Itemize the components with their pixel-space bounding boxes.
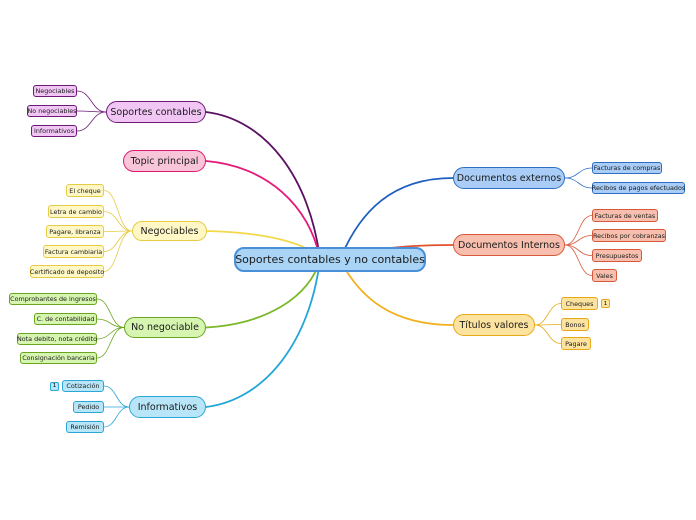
subtopic-internos-1-label: Recibos por cobranzas [593,231,666,240]
subtopic-internos-0[interactable]: Facturas de ventas [592,209,658,222]
topic-soportes[interactable]: Soportes contables [106,101,206,123]
connector-soportes [205,111,321,261]
topic-informativos[interactable]: Informativos [129,396,206,418]
subtopic-soportes-1-label: No negociables [27,107,77,115]
subtopic-negociables-4[interactable]: Certificado de deposito [30,265,104,278]
subtopic-soportes-2[interactable]: Informativos [31,125,77,137]
subtopic-nonegociable-2[interactable]: Nota debito, nota crédito [17,333,97,345]
subtopic-negociables-1[interactable]: Letra de cambio [48,205,104,218]
connector-titulos [339,258,454,326]
connector-soportes-item-2 [76,111,107,132]
subtopic-titulos-0[interactable]: Cheques [561,297,598,310]
subtopic-negociables-2[interactable]: Pagare, libranza [46,225,104,238]
connector-informativos [205,258,321,408]
connector-negociables-item-4 [103,230,133,272]
subtopic-externos-0[interactable]: Facturas de compras [592,162,662,174]
connector-nonegociable-item-1 [96,318,125,328]
topic-titulos-label: Títulos valores [459,319,529,331]
subtopic-internos-0-label: Facturas de ventas [594,211,656,220]
connector-nonegociable-item-0 [96,298,125,328]
subtopic-soportes-2-label: Informativos [33,127,75,135]
topic-topic[interactable]: Topic principal [123,150,206,172]
subtopic-titulos-1-label: Bonos [565,320,585,329]
subtopic-negociables-0-label: El cheque [69,186,101,195]
subtopic-informativos-1-label: Pedido [77,403,100,411]
subtopic-negociables-3[interactable]: Factura cambiaria [43,245,104,258]
topic-topic-label: Topic principal [130,155,199,167]
subtopic-titulos-2-label: Pagare [565,339,587,348]
connector-nonegociable-item-2 [96,327,125,340]
connector-internos-item-2 [564,244,593,256]
connector-titulos-item-0 [534,303,562,326]
subtopic-nonegociable-3-label: Consignación bancaria [22,354,95,362]
connector-externos-item-1 [564,177,593,189]
subtopic-nonegociable-2-label: Nota debito, nota crédito [16,335,98,343]
subtopic-internos-2[interactable]: Presupuestos [592,249,642,262]
subtopic-internos-3-label: Vales [596,271,613,280]
subtopic-nonegociable-0[interactable]: Comprobantes de ingresos [9,293,97,305]
subtopic-informativos-0-label: Cotización [66,382,100,390]
connector-informativos-item-0 [103,385,130,408]
connector-negociables-item-0 [103,190,133,232]
subtopic-soportes-1[interactable]: No negociables [27,105,77,117]
subtopic-negociables-2-label: Pagare, libranza [49,227,101,236]
connector-externos-item-0 [564,167,593,179]
connector-topic [205,160,321,261]
topic-externos[interactable]: Documentos externos [453,167,565,189]
topic-informativos-label: Informativos [137,401,198,413]
subtopic-internos-2-label: Presupuestos [595,251,639,260]
subtopic-negociables-3-label: Factura cambiaria [44,247,103,256]
topic-negociables-label: Negociables [140,225,199,237]
connector-informativos-item-2 [103,406,130,428]
subtopic-titulos-1[interactable]: Bonos [561,318,589,331]
subtopic-informativos-1[interactable]: Pedido [73,401,104,413]
topic-internos[interactable]: Documentos Internos [453,234,565,256]
central-topic-label: Soportes contables y no contables [235,253,425,266]
topic-negociables[interactable]: Negociables [132,221,207,241]
topic-nonegociable[interactable]: No negociable [124,317,206,338]
subtopic-nonegociable-3[interactable]: Consignación bancaria [20,352,97,364]
count-badge-informativos-0: 1 [50,381,59,391]
subtopic-informativos-0[interactable]: Cotización [62,380,104,392]
connector-internos-item-0 [564,215,593,246]
subtopic-informativos-2-label: Remisión [70,423,100,431]
subtopic-externos-0-label: Facturas de compras [593,164,661,172]
subtopic-soportes-0[interactable]: Negociables [33,85,77,97]
subtopic-nonegociable-1-label: C. de contabilidad [36,315,95,323]
subtopic-internos-1[interactable]: Recibos por cobranzas [592,229,666,242]
subtopic-externos-1-label: Recibos de pagos efectuados [591,184,686,192]
subtopic-externos-1[interactable]: Recibos de pagos efectuados [592,182,685,194]
connector-titulos-item-2 [534,324,562,344]
connector-soportes-item-0 [76,90,107,113]
subtopic-negociables-0[interactable]: El cheque [66,184,104,197]
connector-nonegociable-item-3 [96,327,125,359]
subtopic-informativos-2[interactable]: Remisión [66,421,104,433]
connector-internos-item-3 [564,244,593,276]
topic-soportes-label: Soportes contables [110,106,202,118]
connector-negociables-item-1 [103,211,133,232]
topic-externos-label: Documentos externos [456,172,562,184]
connector-internos-item-1 [564,235,593,246]
connector-negociables-item-3 [103,230,133,252]
subtopic-titulos-2[interactable]: Pagare [561,337,591,350]
subtopic-titulos-0-label: Cheques [565,299,594,308]
subtopic-nonegociable-0-label: Comprobantes de ingresos [10,295,96,303]
topic-titulos[interactable]: Títulos valores [453,314,535,336]
subtopic-negociables-4-label: Certificado de deposito [29,267,105,276]
topic-internos-label: Documentos Internos [458,239,560,251]
central-topic[interactable]: Soportes contables y no contables [234,247,426,272]
connector-externos [339,177,454,261]
subtopic-nonegociable-1[interactable]: C. de contabilidad [34,313,97,325]
subtopic-negociables-1-label: Letra de cambio [50,207,102,216]
subtopic-soportes-0-label: Negociables [35,87,75,95]
count-badge-titulos-0: 1 [601,299,610,308]
topic-nonegociable-label: No negociable [131,322,199,333]
subtopic-internos-3[interactable]: Vales [592,269,617,282]
